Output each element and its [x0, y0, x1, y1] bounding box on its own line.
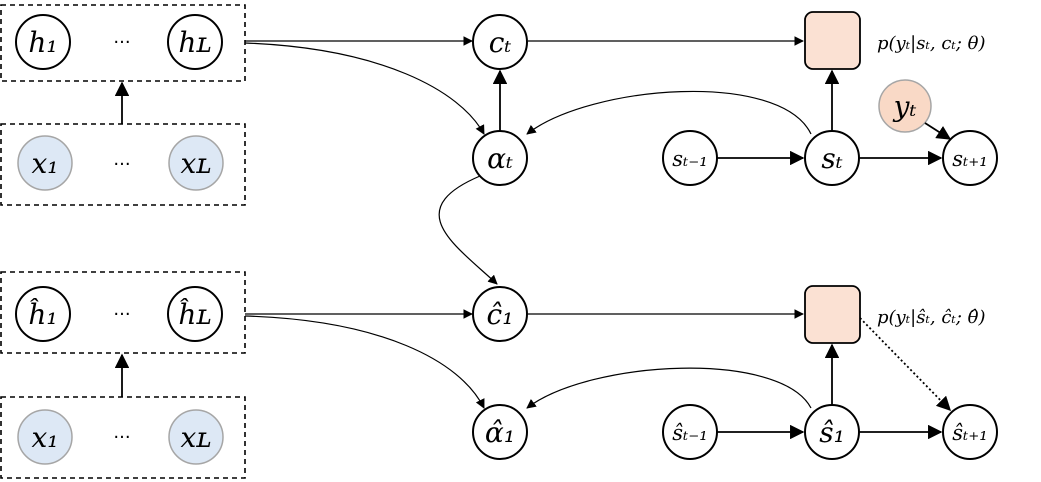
bottom-s-prev-label: ŝₜ₋₁ [672, 421, 707, 445]
top-xL-node [168, 135, 224, 191]
bottom-output-box [804, 285, 861, 344]
top-hidden-ellipsis: ··· [113, 32, 130, 53]
top-s-next-label: sₜ₊₁ [952, 147, 987, 171]
top-c-label: cₜ [489, 26, 512, 59]
top-input-box [0, 123, 246, 206]
bottom-s-next-node [942, 404, 998, 460]
top-hL-node [167, 14, 223, 70]
bottom-input-box [0, 396, 246, 479]
bottom-s-to-alpha-arrow [526, 367, 812, 409]
bottom-x1-node [17, 409, 73, 465]
top-x1-node [17, 135, 73, 191]
bottom-input-ellipsis: ··· [113, 427, 130, 448]
top-y-to-snext-arrow [924, 122, 952, 140]
bottom-hL-node [167, 286, 223, 342]
bottom-hL-label: ĥʟ [178, 298, 211, 331]
bottom-h1-label: ĥ₁ [28, 298, 57, 331]
top-output-box [804, 11, 861, 70]
top-s-label: sₜ [821, 142, 842, 175]
bottom-c-node [472, 286, 528, 342]
top-output-formula: p(yₜ|sₜ, cₜ; θ) [877, 33, 986, 54]
bottom-hidden-box [0, 271, 246, 354]
top-hL-label: hʟ [178, 26, 211, 59]
bottom-h-to-alpha-arrow [244, 315, 485, 409]
alpha-to-chat-arrow [438, 175, 498, 285]
bottom-x1-label: x₁ [31, 421, 58, 454]
top-s-next-node [942, 130, 998, 186]
bottom-alpha-node [472, 404, 528, 460]
top-h-to-alpha-arrow [244, 42, 485, 135]
top-h1-label: h₁ [28, 26, 57, 59]
bottom-h1-node [15, 286, 71, 342]
bottom-hidden-ellipsis: ··· [113, 304, 130, 325]
top-alpha-label: αₜ [487, 142, 513, 175]
bottom-output-to-snext-dotted-arrow [859, 317, 952, 412]
bottom-alpha-label: α̂₁ [485, 416, 515, 449]
top-input-ellipsis: ··· [113, 154, 130, 175]
top-c-node [472, 14, 528, 70]
bottom-s-label: ŝ₁ [819, 416, 845, 449]
top-x1-label: x₁ [31, 147, 58, 180]
top-h1-node [15, 14, 71, 70]
top-y-label: yₜ [892, 90, 917, 123]
bottom-s-next-label: ŝₜ₊₁ [952, 421, 987, 445]
bottom-output-formula: p(yₜ|ŝₜ, ĉₜ; θ̂) [877, 307, 986, 328]
bottom-xL-node [168, 409, 224, 465]
bottom-c-label: ĉ₁ [487, 298, 514, 331]
bottom-xL-label: xʟ [181, 421, 212, 454]
top-s-prev-label: sₜ₋₁ [672, 147, 707, 171]
top-xL-label: xʟ [181, 147, 212, 180]
top-s-to-alpha-arrow [526, 90, 812, 135]
top-y-node [878, 79, 932, 133]
